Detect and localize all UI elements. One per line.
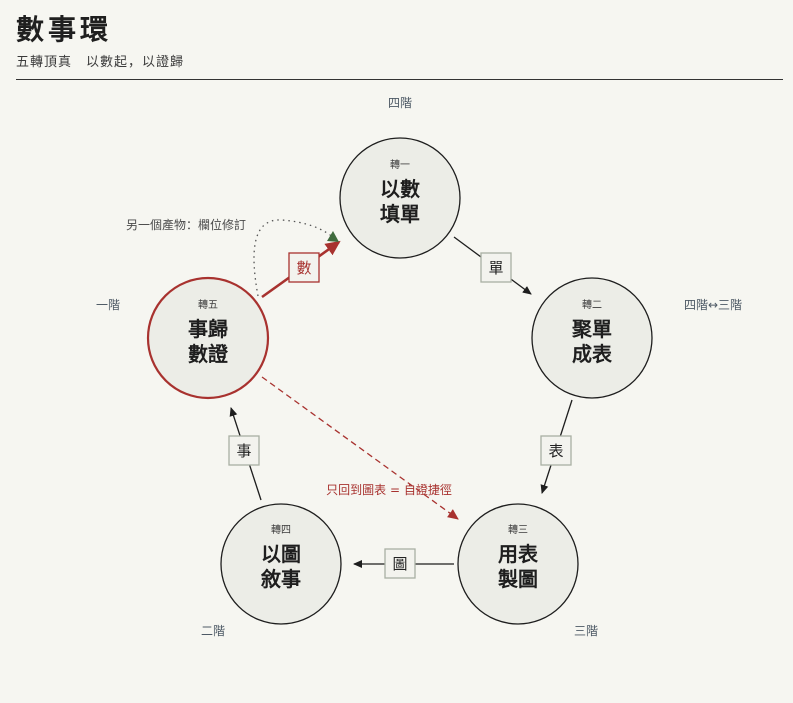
stage-name-line1: 用表 <box>498 542 539 566</box>
stage-name-line2: 數證 <box>188 342 229 366</box>
stage-node-2: 轉二 聚單 成表 <box>531 277 653 399</box>
stage-name-line1: 以數 <box>380 177 420 201</box>
byproduct-note: 另一個產物：欄位修訂 <box>126 217 246 232</box>
level-label-bottom-right: 三階 <box>574 623 598 638</box>
stage-number: 轉一 <box>390 158 410 171</box>
stage-number: 轉三 <box>508 523 528 536</box>
byproduct-curve <box>253 219 335 297</box>
svg-text:表: 表 <box>548 442 563 460</box>
stage-node-3: 轉三 用表 製圖 <box>457 503 579 625</box>
stage-name-line2: 填單 <box>380 202 420 226</box>
shortcut-edge <box>261 376 459 520</box>
stage-node-1: 轉一 以數 填單 <box>339 137 461 259</box>
edge-label-s1-s2: 單 <box>480 252 512 283</box>
svg-text:圖: 圖 <box>392 555 407 573</box>
svg-text:單: 單 <box>488 259 503 277</box>
stage-name-line2: 製圖 <box>498 567 538 591</box>
header-divider <box>16 79 783 80</box>
stage-number: 轉四 <box>271 523 291 536</box>
edge-label-s2-s3: 表 <box>540 435 572 466</box>
page-title: 數事環 <box>16 13 113 46</box>
stage-name-line1: 事歸 <box>188 317 228 341</box>
level-label-bottom-left: 二階 <box>201 623 225 638</box>
level-label-right: 四階↔三階 <box>684 297 742 312</box>
stage-name-line1: 聚單 <box>571 317 612 341</box>
byproduct-arrowhead <box>327 231 339 242</box>
svg-text:數: 數 <box>296 259 311 277</box>
edge-label-s5-s1: 數 <box>288 252 320 283</box>
level-label-top: 四階 <box>388 95 412 110</box>
page-subtitle: 五轉頂真 以數起，以證歸 <box>16 55 185 70</box>
svg-text:事: 事 <box>236 442 251 460</box>
edge-label-s3-s4: 圖 <box>384 548 416 579</box>
shortcut-note: 只回到圖表 = 自證捷徑 <box>326 482 452 497</box>
stage-node-4: 轉四 以圖 敘事 <box>220 503 342 625</box>
level-label-left: 一階 <box>96 297 120 312</box>
stage-name-line2: 敘事 <box>261 567 301 591</box>
stage-name-line2: 成表 <box>572 342 613 366</box>
stage-node-5: 轉五 事歸 數證 <box>146 276 270 400</box>
edge-label-s4-s5: 事 <box>228 435 260 466</box>
stage-name-line1: 以圖 <box>261 542 301 566</box>
stage-number: 轉五 <box>198 298 218 311</box>
stage-number: 轉二 <box>582 298 602 311</box>
